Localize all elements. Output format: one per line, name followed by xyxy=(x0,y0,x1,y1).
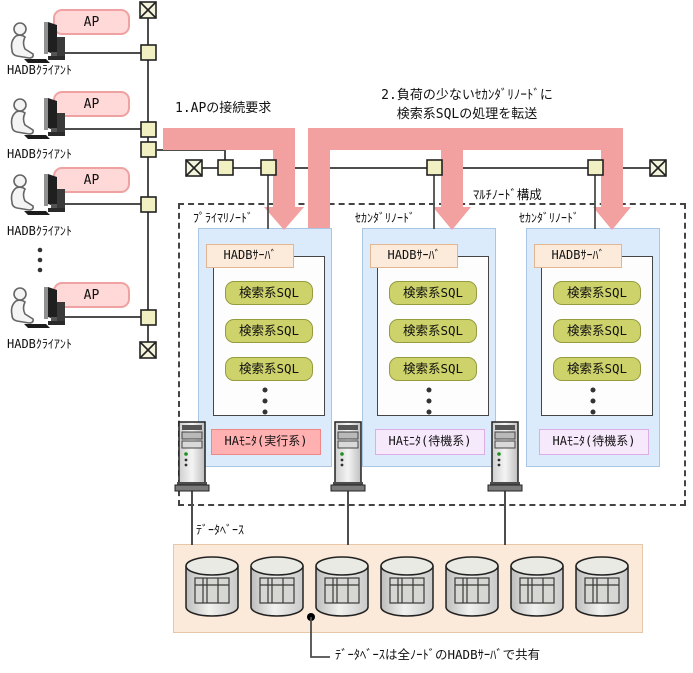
network-hub-icon xyxy=(426,159,443,176)
network-hub-icon xyxy=(140,121,157,138)
network-hub-icon xyxy=(140,141,157,158)
hadb-client-label: HADBｸﾗｲｱﾝﾄ xyxy=(7,337,72,351)
keyboard-icon xyxy=(24,211,50,215)
pc-tower-icon xyxy=(57,37,65,58)
person-icon xyxy=(10,98,34,135)
secondary-node-box-2: HADBｻｰﾊﾞ 検索系SQL 検索系SQL 検索系SQL HAﾓﾆﾀ(待機系) xyxy=(526,228,660,467)
clients-ellipsis-dots xyxy=(37,247,43,273)
sql-request-box: 検索系SQL xyxy=(389,319,477,343)
sql-request-box: 検索系SQL xyxy=(225,357,313,381)
step2-annotation: 2.負荷の少ないｾｶﾝﾀﾞﾘﾉｰﾄﾞに 検索系SQLの処理を転送 xyxy=(357,86,577,124)
ap-box: AP xyxy=(53,9,130,35)
network-hub-icon xyxy=(140,44,157,61)
step2-line2: 検索系SQLの処理を転送 xyxy=(396,107,538,122)
ha-monitor-badge: HAﾓﾆﾀ(待機系) xyxy=(375,429,485,455)
hadb-client-label: HADBｸﾗｲｱﾝﾄ xyxy=(7,63,72,77)
sql-request-box: 検索系SQL xyxy=(225,319,313,343)
hadb-server-badge: HADBｻｰﾊﾞ xyxy=(370,244,458,268)
backbone-to-trunk-elbow xyxy=(157,149,226,162)
hadb-server-badge: HADBｻｰﾊﾞ xyxy=(534,244,622,268)
network-terminator-icon xyxy=(139,1,157,19)
network-terminator-icon xyxy=(185,159,203,177)
hadb-server-badge: HADBｻｰﾊﾞ xyxy=(206,244,294,268)
share-note: ﾃﾞｰﾀﾍﾞｰｽは全ﾉｰﾄﾞのHADBｻｰﾊﾞで共有 xyxy=(335,647,541,662)
network-terminator-icon xyxy=(139,341,157,359)
hadb-client-label: HADBｸﾗｲｱﾝﾄ xyxy=(7,224,72,238)
database-box xyxy=(173,544,643,633)
sql-request-box: 検索系SQL xyxy=(553,281,641,305)
ap-box: AP xyxy=(53,91,130,117)
keyboard-icon xyxy=(24,135,50,139)
sql-request-box: 検索系SQL xyxy=(553,357,641,381)
node-role-label: ｾｶﾝﾀﾞﾘﾉｰﾄﾞ xyxy=(519,211,580,225)
secondary-node-box-1: HADBｻｰﾊﾞ 検索系SQL 検索系SQL 検索系SQL HAﾓﾆﾀ(待機系) xyxy=(362,228,496,467)
node-role-label: ｾｶﾝﾀﾞﾘﾉｰﾄﾞ xyxy=(355,211,416,225)
multi-node-label: ﾏﾙﾁﾉｰﾄﾞ構成 xyxy=(473,187,542,202)
primary-node-box: HADBｻｰﾊﾞ 検索系SQL 検索系SQL 検索系SQL HAﾓﾆﾀ(実行系) xyxy=(198,228,332,467)
ha-monitor-badge: HAﾓﾆﾀ(待機系) xyxy=(539,429,649,455)
person-icon xyxy=(10,287,34,324)
ap-box: AP xyxy=(53,282,130,308)
keyboard-icon xyxy=(24,324,50,328)
network-hub-icon xyxy=(140,196,157,213)
network-hub-icon xyxy=(587,159,604,176)
ha-monitor-badge: HAﾓﾆﾀ(実行系) xyxy=(211,429,321,455)
person-icon xyxy=(10,174,34,211)
sql-request-box: 検索系SQL xyxy=(389,357,477,381)
network-hub-icon xyxy=(140,309,157,326)
network-terminator-icon xyxy=(649,159,667,177)
step2-line1: 2.負荷の少ないｾｶﾝﾀﾞﾘﾉｰﾄﾞに xyxy=(381,88,553,103)
sql-request-box: 検索系SQL xyxy=(553,319,641,343)
node-role-label: ﾌﾟﾗｲﾏﾘﾉｰﾄﾞ xyxy=(193,211,254,225)
network-hub-icon xyxy=(260,159,277,176)
hadb-client-label: HADBｸﾗｲｱﾝﾄ xyxy=(7,147,72,161)
sql-request-box: 検索系SQL xyxy=(389,281,477,305)
ap-box: AP xyxy=(53,167,130,193)
database-label: ﾃﾞｰﾀﾍﾞｰｽ xyxy=(196,523,245,537)
sql-request-box: 検索系SQL xyxy=(225,281,313,305)
network-hub-icon xyxy=(217,159,234,176)
person-icon xyxy=(10,22,34,59)
step1-annotation: 1.APの接続要求 xyxy=(175,101,272,116)
